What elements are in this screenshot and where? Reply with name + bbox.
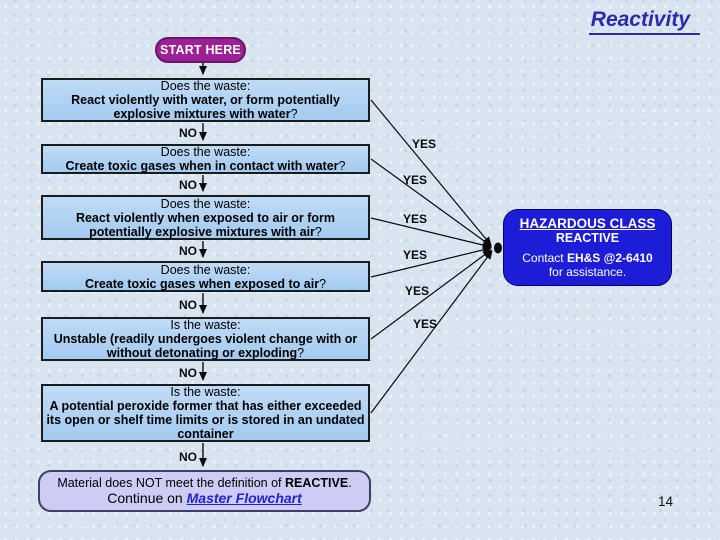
question-box-air-toxic-gas: Does the waste: Create toxic gases when … — [41, 261, 370, 292]
continue-prefix: Continue on — [107, 490, 187, 506]
yes-label-6: YES — [413, 317, 438, 331]
result-continue-line: Continue on Master Flowchart — [40, 490, 369, 506]
question-text: A potential peroxide former that has eit… — [46, 399, 365, 441]
hazardous-class-name: REACTIVE — [555, 231, 620, 245]
hazard-contact-line: Contact EH&S @2-6410 — [504, 251, 671, 265]
yes-label-3: YES — [403, 212, 428, 226]
question-box-water-toxic-gas: Does the waste: Create toxic gases when … — [41, 144, 370, 174]
no-label-6: NO — [179, 450, 197, 464]
yes-label-4: YES — [403, 248, 428, 262]
question-header: Does the waste: — [160, 145, 251, 159]
no-label-4: NO — [179, 298, 197, 312]
question-text: Create toxic gases when in contact with … — [65, 159, 346, 173]
start-here-label: START HERE — [160, 43, 241, 57]
page-title: Reactivity — [588, 8, 700, 35]
hazardous-class-box: HAZARDOUS CLASS REACTIVE Contact EH&S @2… — [503, 209, 672, 286]
no-label-1: NO — [179, 126, 197, 140]
no-label-3: NO — [179, 244, 197, 258]
question-text: Unstable (readily undergoes violent chan… — [53, 332, 358, 360]
hazard-assistance-line: for assistance. — [548, 265, 627, 279]
result-box: Material does NOT meet the definition of… — [38, 470, 371, 512]
question-text: React violently with water, or form pote… — [71, 93, 340, 121]
question-header: Is the waste: — [170, 318, 241, 332]
convergence-point — [494, 242, 502, 254]
question-header: Does the waste: — [160, 79, 251, 93]
contact-prefix: Contact — [522, 251, 567, 265]
no-label-5: NO — [179, 366, 197, 380]
yes-label-5: YES — [405, 284, 430, 298]
question-text: React violently when exposed to air or f… — [75, 210, 336, 239]
result-emphasis: REACTIVE — [284, 476, 349, 490]
question-box-unstable: Is the waste: Unstable (readily undergoe… — [41, 317, 370, 361]
master-flowchart-link[interactable]: Master Flowchart — [186, 490, 302, 506]
contact-number: EH&S @2-6410 — [566, 251, 653, 265]
result-suffix: . — [348, 476, 352, 490]
question-header: Does the waste: — [160, 196, 251, 211]
question-box-water-violent: Does the waste: React violently with wat… — [41, 78, 370, 122]
question-text: Create toxic gases when exposed to air? — [84, 276, 327, 291]
question-header: Is the waste: — [170, 385, 241, 399]
start-here-badge: START HERE — [155, 37, 246, 63]
no-label-2: NO — [179, 178, 197, 192]
question-header: Does the waste: — [160, 262, 251, 277]
question-box-peroxide-former: Is the waste: A potential peroxide forme… — [41, 384, 370, 442]
result-prefix: Material does NOT meet the definition of — [57, 476, 285, 490]
result-statement: Material does NOT meet the definition of… — [40, 476, 369, 490]
hazardous-class-title: HAZARDOUS CLASS — [519, 216, 656, 231]
page-number: 14 — [658, 494, 674, 509]
question-box-air-violent: Does the waste: React violently when exp… — [41, 195, 370, 240]
yes-label-1: YES — [412, 137, 437, 151]
yes-label-2: YES — [403, 173, 428, 187]
